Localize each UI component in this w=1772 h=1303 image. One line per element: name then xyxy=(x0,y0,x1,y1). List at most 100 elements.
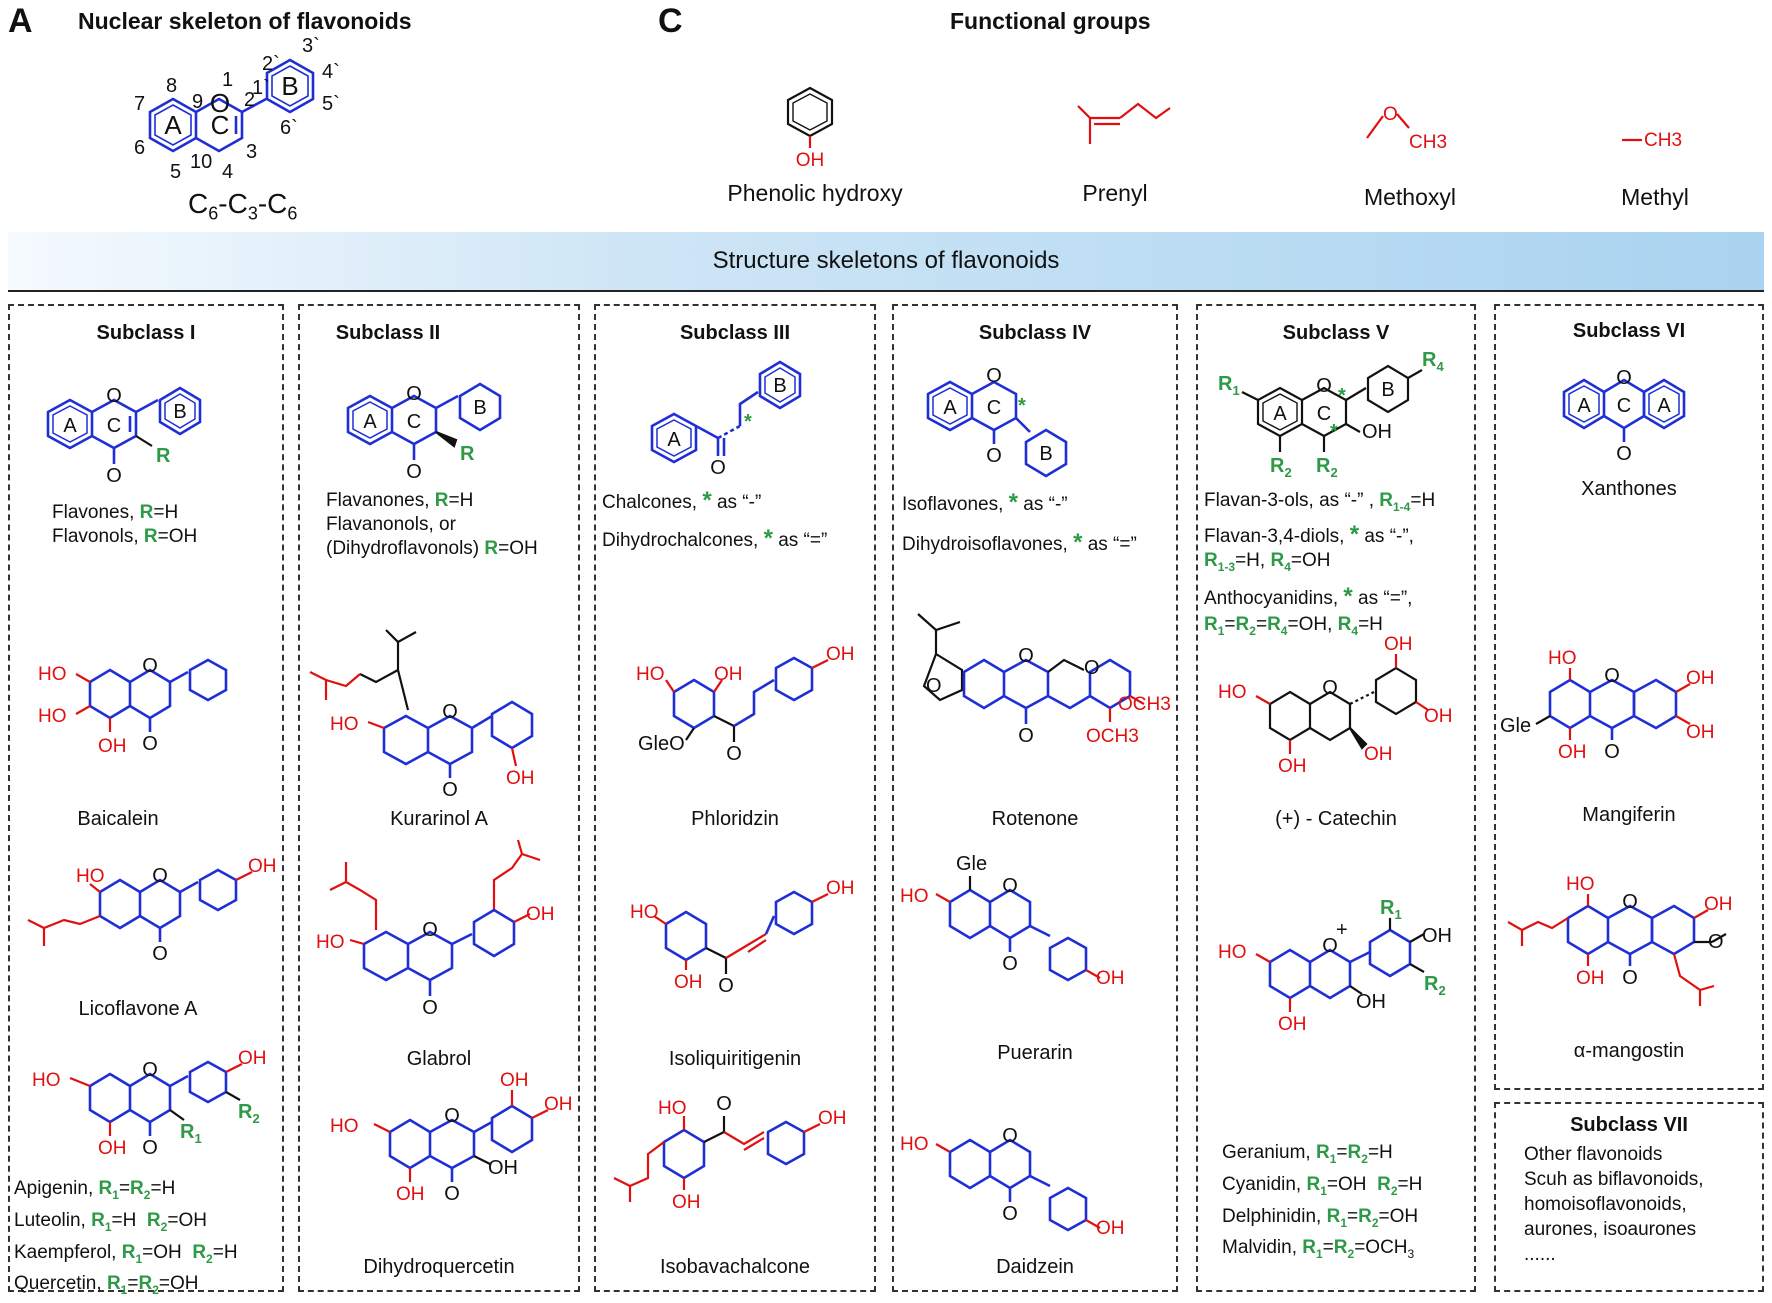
daidzein-label: Daidzein xyxy=(996,1256,1074,1278)
ring-label-a: A xyxy=(164,110,182,140)
daidzein-keto: O xyxy=(1002,1203,1018,1225)
flavan-diols-r-line: R1-3=H, R4=OH xyxy=(1204,550,1331,574)
baicalein-keto: O xyxy=(142,733,158,755)
flavanone-ring-a: A xyxy=(363,411,377,433)
puerarin-label: Puerarin xyxy=(997,1042,1073,1064)
glabrol-oh: OH xyxy=(526,904,555,925)
subclass-v-title: Subclass V xyxy=(1282,322,1390,344)
dihydrochalcones-line: Dihydrochalcones, * as “=” xyxy=(602,525,828,552)
flavanone-ring-b: B xyxy=(473,397,486,419)
dhq-oh-2: OH xyxy=(544,1094,573,1115)
rotenone-o-2: O xyxy=(1084,657,1100,679)
flavan-star-1: * xyxy=(1338,385,1346,407)
flavone-ring-a: A xyxy=(63,415,77,437)
fl-ho: HO xyxy=(32,1070,61,1091)
pos-4: 4 xyxy=(222,161,233,183)
daidzein-oh: OH xyxy=(1096,1218,1125,1239)
baicalein-oh: OH xyxy=(98,736,127,757)
iso-ho: HO xyxy=(630,902,659,923)
catechin-ho: HO xyxy=(1218,682,1247,703)
subclass-i-box xyxy=(8,304,284,1292)
subclass-v-list: Geranium, R1=R2=H Cyanidin, R1=OH R2=H D… xyxy=(1222,1140,1476,1267)
baicalein-ho-1: HO xyxy=(38,664,67,685)
flavone-skeleton: O O A C B R xyxy=(46,385,202,487)
anthocyanidins-line: Anthocyanidins, * as “=”, xyxy=(1204,583,1413,610)
methoxyl-o: O xyxy=(1383,104,1398,125)
mangostin-oh-1: OH xyxy=(1576,968,1605,989)
antho-oh-3: OH xyxy=(1278,1014,1307,1035)
baicalein-ho-2: HO xyxy=(38,706,67,727)
chalcone-star: * xyxy=(744,411,752,433)
daidzein-ho: HO xyxy=(900,1134,929,1155)
flavanone-skeleton: O O A C B R xyxy=(346,382,502,483)
glabrol-ho: HO xyxy=(316,932,345,953)
isobava-oh-2: OH xyxy=(672,1192,701,1213)
flavanone-ring-c: C xyxy=(407,411,421,433)
list-item: Luteolin, R1=H R2=OH xyxy=(14,1209,207,1234)
antho-ho: HO xyxy=(1218,942,1247,963)
mangostin-methoxy-o: O xyxy=(1708,931,1724,953)
subclass-vi-box xyxy=(1494,304,1764,1090)
xanthone-skeleton: O O A C A xyxy=(1562,367,1686,465)
pos-2: 2 xyxy=(244,89,255,111)
flavan-diols-line: Flavan-3,4-diols, * as “-”, xyxy=(1204,521,1414,548)
daidzein-structure: HO OH O O xyxy=(900,1125,1125,1239)
flavone-ring-c: C xyxy=(107,415,121,437)
subclass-iii-title: Subclass III xyxy=(679,322,791,344)
list-item: aurones, isoaurones xyxy=(1524,1219,1697,1240)
isoflavones-line: Isoflavones, * as “-” xyxy=(902,489,1068,516)
chalcone-ring-b: B xyxy=(773,375,786,397)
iso-oh-1: OH xyxy=(826,878,855,899)
mangiferin-structure: HO Gle OH OH OH O O xyxy=(1500,648,1715,763)
catechin-label: (+) - Catechin xyxy=(1275,808,1397,830)
fl-r1: R1 xyxy=(180,1121,202,1146)
catechin-oh-3: OH xyxy=(1278,756,1307,777)
isobava-oh-1: OH xyxy=(818,1108,847,1129)
isoflavone-star: * xyxy=(1018,395,1026,417)
rotenone-och3-2: OCH3 xyxy=(1086,726,1139,747)
panel-letter-a: A xyxy=(8,2,33,40)
catechin-o: O xyxy=(1322,677,1338,699)
phloridzin-oh-1: OH xyxy=(714,664,743,685)
mangiferin-oh-1: OH xyxy=(1558,742,1587,763)
subclass-vii-list: Other flavonoids Scuh as biflavonoids, h… xyxy=(1524,1142,1760,1267)
isoliquiritigenin-structure: HO OH OH O xyxy=(630,878,855,997)
flavan-3-ols-line: Flavan-3-ols, as “-” , R1-4=H xyxy=(1204,490,1436,514)
phenolic-hydroxy-structure: OH xyxy=(786,86,834,171)
pos-1-prime: 1` xyxy=(252,77,270,99)
ring-label-c: C xyxy=(211,110,230,140)
flavonoid-r1-r2-structure: HO OH OH O O R2 R1 xyxy=(32,1048,267,1159)
pos-5-prime: 5` xyxy=(322,93,340,115)
isoliquiritigenin-label: Isoliquiritigenin xyxy=(668,1048,802,1070)
flavones-line: Flavones, R=H xyxy=(52,502,179,523)
kurarinol-keto: O xyxy=(442,779,458,801)
licoflavone-keto: O xyxy=(152,943,168,965)
pos-8: 8 xyxy=(166,75,177,97)
anthocyanidin-structure: R1 R2 OH OH HO OH O + xyxy=(1218,897,1452,1035)
banner-title: Structure skeletons of flavonoids xyxy=(712,247,1060,274)
isobavachalcone-label: Isobavachalcone xyxy=(659,1256,811,1278)
glabrol-o: O xyxy=(422,919,438,941)
mangostin-o: O xyxy=(1622,891,1638,913)
banner: Structure skeletons of flavonoids xyxy=(8,232,1764,292)
dhq-oh-3: OH xyxy=(396,1184,425,1205)
flavan-ring-b: B xyxy=(1381,379,1394,401)
list-item: Other flavonoids xyxy=(1524,1144,1663,1165)
hydroxy-atom: OH xyxy=(796,150,825,171)
isoflavone-skeleton: O O A C B * xyxy=(926,365,1068,478)
mangiferin-oh-3: OH xyxy=(1686,722,1715,743)
licoflavone-a-structure: HO OH O O xyxy=(27,856,277,965)
isoflavone-keto: O xyxy=(986,445,1002,467)
flavanone-r: R xyxy=(460,443,475,465)
flavonols-line: Flavonols, R=OH xyxy=(52,526,198,547)
phenolic-hydroxy-label: Phenolic hydroxy xyxy=(727,180,903,206)
anthocyanidins-r-line: R1=R2=R4=OH, R4=H xyxy=(1204,614,1383,638)
methyl-structure: CH3 xyxy=(1622,130,1682,151)
subclass-iv-title: Subclass IV xyxy=(978,322,1092,344)
flavone-ring-b: B xyxy=(173,401,186,423)
flavan-star-2: * xyxy=(1330,421,1338,443)
antho-r1: R1 xyxy=(1380,897,1402,922)
flavan-skeleton: O A C B OH * * R1 R2 R2 R4 xyxy=(1218,349,1444,480)
isoflavone-ring-a: A xyxy=(943,397,957,419)
phloridzin-gleo: GleO xyxy=(638,733,685,755)
